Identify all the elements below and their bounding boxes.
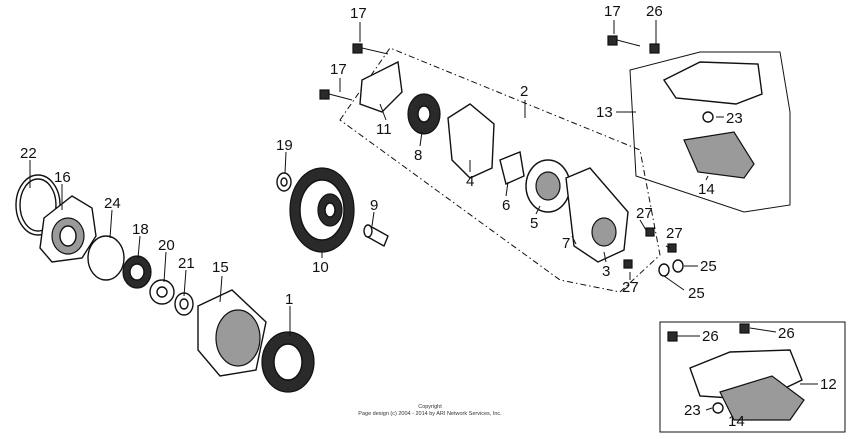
callout-23-top: 23 bbox=[726, 110, 743, 127]
callout-23-bottom: 23 bbox=[684, 402, 701, 419]
screw-part-27-b bbox=[667, 243, 677, 253]
strainer-box-12 bbox=[659, 321, 846, 433]
gear-part-10 bbox=[289, 167, 355, 253]
callout-11: 11 bbox=[376, 121, 392, 138]
screw-part-27-a bbox=[645, 227, 655, 237]
copyright-notice: Page design (c) 2004 - 2014 by ARI Netwo… bbox=[358, 411, 502, 417]
callout-6: 6 bbox=[502, 197, 510, 214]
callout-17-left: 17 bbox=[330, 61, 347, 78]
callout-8: 8 bbox=[414, 147, 422, 164]
gear-part-20 bbox=[149, 279, 175, 305]
callout-1: 1 bbox=[285, 291, 293, 308]
callout-26-right: 26 bbox=[778, 325, 795, 342]
callout-17-top: 17 bbox=[350, 5, 367, 22]
callout-12: 12 bbox=[820, 376, 837, 393]
callout-17-right: 17 bbox=[604, 3, 621, 20]
pump-body-part-3 bbox=[565, 167, 629, 263]
callout-18: 18 bbox=[132, 221, 149, 238]
callout-13: 13 bbox=[596, 104, 613, 121]
pump-body-port bbox=[591, 217, 617, 247]
strainer-part-13-upper bbox=[649, 43, 763, 105]
shaft-part-9 bbox=[363, 224, 389, 247]
housing-part-16 bbox=[39, 195, 97, 263]
callout-4: 4 bbox=[466, 173, 474, 190]
oil-pump-group-outline bbox=[339, 47, 661, 293]
callout-15: 15 bbox=[212, 259, 229, 276]
callout-22: 22 bbox=[20, 145, 37, 162]
callout-9: 9 bbox=[370, 197, 378, 214]
rotor-part-5 bbox=[525, 159, 571, 213]
pump-cover-part-4 bbox=[447, 103, 495, 179]
callout-26-mid: 26 bbox=[702, 328, 719, 345]
callout-10: 10 bbox=[312, 259, 329, 276]
sleeve-part-15 bbox=[197, 289, 267, 377]
bolt-part-17-left bbox=[319, 89, 353, 101]
o-ring-part-25-a bbox=[658, 263, 670, 277]
callout-5: 5 bbox=[530, 215, 538, 232]
callout-25-a: 25 bbox=[700, 258, 717, 275]
callout-27-a: 27 bbox=[636, 205, 653, 222]
gear-part-8 bbox=[407, 93, 441, 135]
callout-27-b: 27 bbox=[666, 225, 683, 242]
callout-2: 2 bbox=[520, 83, 528, 100]
callout-3: 3 bbox=[602, 263, 610, 280]
o-ring-part-24 bbox=[87, 235, 125, 281]
callout-19: 19 bbox=[276, 137, 293, 154]
bolt-part-17-right bbox=[607, 35, 641, 47]
callout-16: 16 bbox=[54, 169, 71, 186]
screen-part-14-a bbox=[683, 131, 755, 179]
callout-24: 24 bbox=[104, 195, 121, 212]
washer-part-21 bbox=[174, 292, 194, 316]
plate-part-11 bbox=[359, 60, 403, 113]
strainer-part-12-lower bbox=[667, 323, 805, 421]
callout-27-c: 27 bbox=[622, 279, 639, 296]
callout-20: 20 bbox=[158, 237, 175, 254]
callout-25-b: 25 bbox=[688, 285, 705, 302]
copyright-label: Copyright bbox=[418, 404, 442, 410]
rotor-part-6 bbox=[499, 151, 525, 185]
callout-14-bottom: 14 bbox=[728, 413, 745, 430]
screw-part-27-c bbox=[623, 259, 633, 269]
o-ring-part-23-a bbox=[702, 111, 714, 123]
callout-14-top: 14 bbox=[698, 181, 715, 198]
washer-part-19 bbox=[276, 172, 292, 192]
bearing-part-18 bbox=[122, 255, 152, 289]
callout-7: 7 bbox=[562, 235, 570, 252]
callout-26-top: 26 bbox=[646, 3, 663, 20]
strainer-box-13 bbox=[629, 51, 791, 213]
o-ring-part-23-b bbox=[712, 402, 724, 414]
gear-part-1 bbox=[261, 331, 315, 393]
bolt-part-17-top bbox=[352, 43, 389, 55]
o-ring-part-25-b bbox=[672, 259, 684, 273]
copyright-footer: Copyright Page design (c) 2004 - 2014 by… bbox=[320, 404, 540, 418]
callout-21: 21 bbox=[178, 255, 195, 272]
leader-lines bbox=[29, 20, 818, 411]
